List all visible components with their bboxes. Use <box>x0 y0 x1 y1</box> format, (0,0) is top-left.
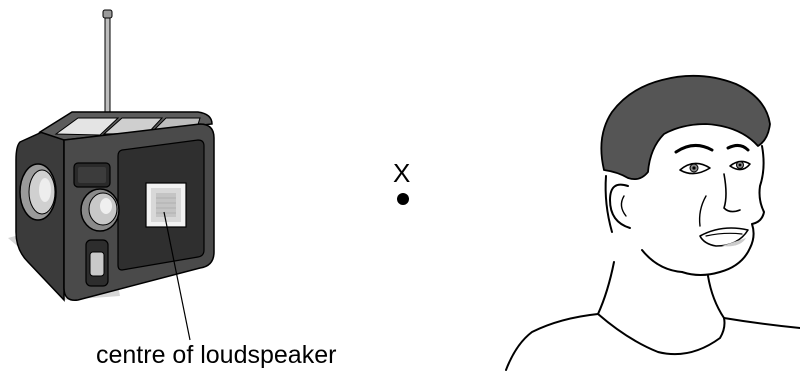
point-x-label: X <box>393 158 411 188</box>
hair <box>600 74 771 181</box>
ear-icon <box>609 183 631 229</box>
ear-inner <box>620 195 627 217</box>
right-eye-icon <box>729 160 751 171</box>
cheek-line <box>698 195 707 227</box>
head-outline <box>604 175 613 233</box>
neck-front-line <box>707 275 725 319</box>
front-knob-icon <box>80 188 120 232</box>
left-eyebrow-icon <box>674 144 714 154</box>
shirt-collar <box>597 313 726 356</box>
face-profile <box>681 145 765 276</box>
slider-switch-icon <box>85 239 109 287</box>
speaker-pointer-line <box>163 211 191 341</box>
speaker-grille <box>145 182 187 228</box>
display-screen <box>78 167 106 183</box>
left-eye-icon <box>679 162 711 175</box>
speaker-caption: centre of loudspeaker <box>96 341 337 369</box>
person-head-icon <box>505 74 800 371</box>
right-shoulder <box>723 317 800 329</box>
nose-icon <box>723 173 741 213</box>
radio-top-strip <box>54 117 120 136</box>
mouth-icon <box>699 227 749 247</box>
side-knob-icon <box>19 163 57 221</box>
radio-icon <box>8 9 215 341</box>
left-shoulder <box>505 313 599 371</box>
point-x-dot <box>397 193 409 205</box>
neck-back-line <box>597 261 615 315</box>
jaw-line <box>641 249 683 273</box>
antenna-icon <box>100 9 115 121</box>
right-eyebrow-icon <box>726 143 750 152</box>
